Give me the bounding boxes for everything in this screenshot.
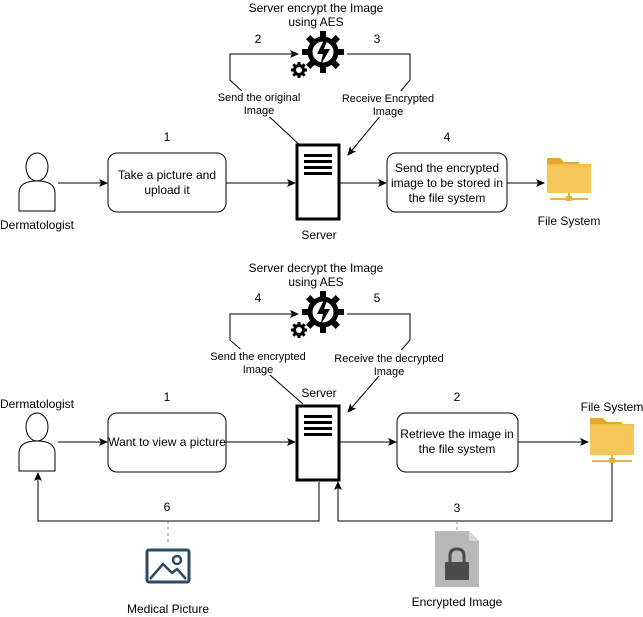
top-diagram: Server encrypt the Image using AES 2 3 S…	[0, 1, 600, 242]
top-box2-line-1: Send the encrypted	[395, 161, 499, 175]
image-icon	[145, 548, 191, 584]
bottom-step-4: 4	[255, 291, 262, 305]
top-box2-line-2: image to be stored in	[391, 176, 503, 190]
bottom-actor-label: Dermatologist	[0, 397, 75, 411]
bottom-send-label-2: Image	[243, 364, 274, 376]
top-box2-line-3: the file system	[409, 191, 486, 205]
bottom-edge-fs-server	[334, 463, 613, 522]
lock-document-icon	[435, 531, 479, 587]
top-fs-label: File System	[538, 214, 601, 228]
bottom-receive-label-1: Receive the decrypted	[334, 353, 443, 365]
bottom-server-icon	[295, 404, 341, 482]
top-step-3: 3	[374, 32, 381, 46]
medical-picture-label: Medical Picture	[127, 602, 209, 616]
bottom-box1-text: Want to view a picture	[108, 435, 226, 449]
aes-gear-icon	[291, 31, 344, 78]
bottom-edge-server-actor	[34, 472, 320, 522]
bottom-step-2: 2	[454, 390, 461, 404]
bottom-step-3: 3	[454, 501, 461, 515]
top-server-icon	[295, 143, 341, 221]
top-title-line-2: using AES	[288, 15, 343, 29]
top-box1-line-2: upload it	[144, 183, 190, 197]
top-send-label-2: Image	[244, 105, 275, 117]
top-step-4: 4	[444, 130, 451, 144]
top-receive-label-1: Receive Encrypted	[342, 93, 434, 105]
bottom-folder-network-icon	[590, 418, 634, 463]
encrypted-image-label: Encrypted Image	[412, 595, 503, 609]
top-send-label-1: Send the original	[218, 92, 301, 104]
bottom-receive-label-2: Image	[374, 366, 405, 378]
top-receive-edge	[347, 53, 411, 156]
bottom-diagram: Server decrypt the Image using AES 4 5 S…	[0, 261, 643, 616]
top-step-2: 2	[255, 32, 262, 46]
aes-gear-icon	[291, 291, 344, 338]
top-box1-line-1: Take a picture and	[118, 168, 216, 182]
top-step-1: 1	[164, 130, 171, 144]
bottom-step-1: 1	[164, 390, 171, 404]
top-user-icon	[18, 152, 56, 212]
bottom-title-line-2: using AES	[288, 275, 343, 289]
bottom-user-icon	[18, 412, 56, 472]
bottom-title-line-1: Server decrypt the Image	[249, 261, 384, 275]
top-server-label: Server	[301, 228, 336, 242]
top-receive-label-2: Image	[373, 106, 404, 118]
top-actor-label: Dermatologist	[0, 218, 75, 232]
bottom-server-label: Server	[301, 386, 336, 400]
bottom-box2-line-1: Retrieve the image in	[400, 427, 513, 441]
top-title-line-1: Server encrypt the Image	[249, 1, 384, 15]
bottom-step-5: 5	[374, 291, 381, 305]
bottom-box2-line-2: the file system	[419, 442, 496, 456]
bottom-send-label-1: Send the encrypted	[210, 351, 305, 363]
bottom-step-6: 6	[164, 500, 171, 514]
top-folder-network-icon	[547, 158, 591, 201]
bottom-fs-label: File System	[581, 400, 643, 414]
